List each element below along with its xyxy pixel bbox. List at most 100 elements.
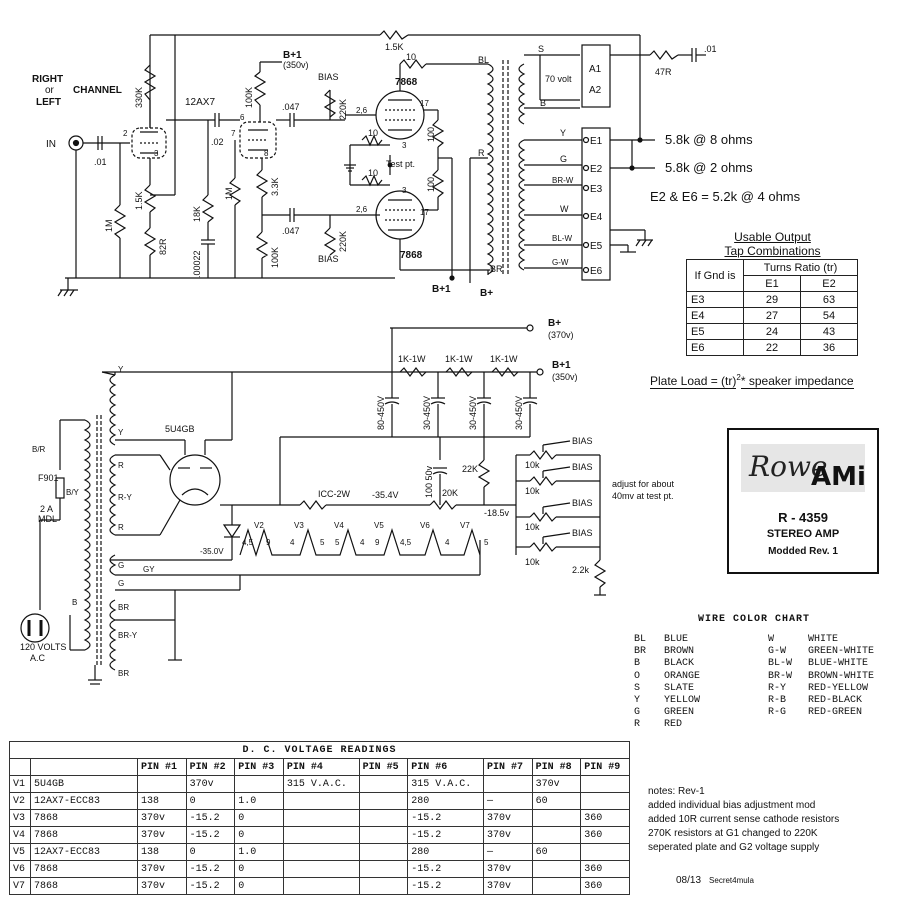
voltage-cell: 138 [137, 843, 187, 861]
tube-ref-cell: V6 [9, 860, 31, 878]
heater-pin-8: 4,5 [400, 538, 412, 547]
pin-17-a-label: 17 [420, 99, 429, 108]
tube-type-cell: 7868 [30, 860, 138, 878]
wire-code: R-B [768, 695, 787, 707]
pt-y1-label: Y [118, 365, 124, 374]
voltage-cell: -15.2 [185, 809, 236, 827]
turns-cell: 36 [800, 339, 858, 356]
voltage-cell: 60 [531, 792, 582, 810]
psu-bplus-label: B+ [548, 318, 561, 329]
r10-b-label: 10 [368, 168, 378, 178]
revision-notes: notes: Rev-1 added individual bias adjus… [648, 785, 839, 855]
pot-1-value: 10k [525, 460, 540, 470]
voltage-cell [531, 809, 582, 827]
turns-cell: E4 [686, 307, 744, 324]
voltage-cell [358, 775, 409, 793]
r18k-label: 18K [192, 206, 202, 222]
voltage-cell: 360 [580, 877, 630, 895]
dc-voltage-table-wrap: D. C. VOLTAGE READINGS PIN #1 PIN #2 PIN… [9, 741, 630, 895]
brand-box: Rowe AMi R - 4359 STEREO AMP Modded Rev.… [727, 428, 879, 574]
cap-100-label: 100 50v [424, 465, 434, 498]
wire-code: R-Y [768, 682, 787, 694]
c00022-label: .00022 [192, 250, 202, 278]
heater-pin-7: 9 [375, 538, 380, 547]
terminal-e5: E5 [590, 241, 603, 252]
r22k-b-label: 2.2k [572, 565, 590, 575]
voltage-cell [234, 775, 284, 793]
voltage-cell [483, 775, 533, 793]
tube-5u4gb-label: 5U4GB [165, 424, 195, 434]
wire-code: BR-W [768, 670, 793, 682]
bias-pot-4-label: BIAS [572, 528, 593, 538]
input-label: IN [46, 139, 56, 150]
revision-label: Modded Rev. 1 [768, 546, 838, 557]
terminal-e1: E1 [590, 136, 603, 147]
turns-cell: E5 [686, 323, 744, 340]
voltage-cell: 315 V.A.C. [407, 775, 485, 793]
xfmr-r-label: R [478, 148, 485, 158]
voltage-cell [358, 843, 409, 861]
r220k-b-label: 220K [338, 231, 348, 252]
xfmr-bl-label: BL [478, 55, 489, 65]
pt-br-label: B/R [32, 445, 46, 454]
channel-label-1: RIGHT [32, 74, 63, 85]
voltage-cell: 60 [531, 843, 582, 861]
wire-color: SLATE [664, 682, 695, 694]
voltage-cell [282, 826, 360, 844]
heater-pin-1: 4,5 [242, 538, 254, 547]
adjust-note-2: 40mv at test pt. [612, 491, 674, 501]
plate-load-tail: * speaker impedance [740, 374, 854, 389]
r33k-label: 3.3K [270, 177, 280, 196]
xfmr-s-label: S [538, 44, 544, 54]
voltage-cell: -15.2 [185, 860, 236, 878]
table-row: E4 27 54 [686, 307, 858, 324]
r1m-b-label: 1M [224, 187, 234, 200]
voltage-cell [282, 792, 360, 810]
voltage-cell [580, 775, 630, 793]
adjust-note-1: adjust for about [612, 479, 675, 489]
plate-load-formula: Plate Load = (tr)2* speaker impedance [650, 373, 854, 389]
voltage-cell [580, 792, 630, 810]
r20k-label: 20K [442, 488, 458, 498]
fuse-rating-2: MDL [38, 514, 57, 524]
wire-color: BROWN-WHITE [808, 670, 875, 682]
fuse-rating-1: 2 A [40, 504, 53, 514]
output-tube-top-icon [375, 90, 425, 140]
turns-header-ratio: Turns Ratio (tr) [743, 259, 858, 276]
product-name: STEREO AMP [766, 528, 840, 540]
wire-code: B [634, 658, 641, 670]
voltage-cell [580, 843, 630, 861]
note-line: 270K resistors at G1 changed to 220K [648, 828, 818, 839]
bplus-output-label: B+ [480, 288, 493, 299]
voltage-cell [358, 877, 409, 895]
turns-ratio-table: If Gnd is Turns Ratio (tr) E1 E2 E3 29 6… [686, 259, 858, 356]
rcc-label: ICC-2W [318, 489, 351, 499]
pin-17-b-label: 17 [420, 208, 429, 217]
fuse-label: F901 [38, 473, 59, 483]
cap-30c-label: 30-450V [514, 396, 524, 430]
wire-chart-title: WIRE COLOR CHART [698, 614, 811, 625]
bias-label-bottom: BIAS [318, 254, 339, 264]
voltage-cell: 370v [483, 860, 533, 878]
voltage-cell: — [483, 843, 533, 861]
wire-color: GREEN-WHITE [808, 646, 875, 658]
pin-26-b-label: 2,6 [356, 205, 368, 214]
xfmr-blw-label: BL-W [552, 234, 572, 243]
output-tube-bottom-icon [375, 190, 425, 240]
voltage-cell: 280 [407, 843, 485, 861]
turns-cell: 22 [743, 339, 801, 356]
c01-in-label: .01 [94, 157, 107, 167]
dc-header: PIN #7 [483, 758, 533, 776]
voltage-cell [531, 860, 582, 878]
voltage-cell: 370v [531, 775, 582, 793]
channel-label-3: CHANNEL [73, 85, 122, 96]
pin-6-label: 6 [240, 113, 245, 122]
